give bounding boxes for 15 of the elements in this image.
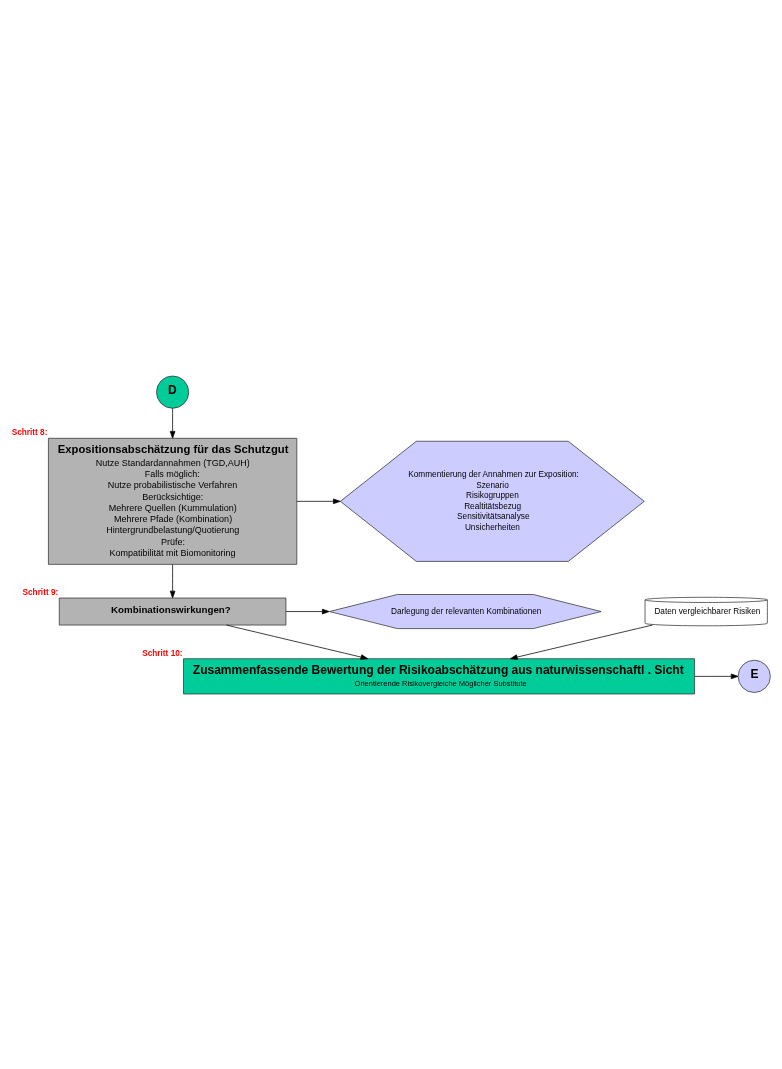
node-box: Kombinationswirkungen? [58, 597, 287, 625]
node-label: Schritt 10: [142, 648, 183, 658]
arrow [169, 407, 176, 438]
node-label: Schritt 9: [22, 587, 59, 597]
arrow [694, 673, 739, 679]
node-box: Zusammenfassende Bewertung der Risikoabschätzung aus naturwissenschaftl . Sicht Orientierende Risikovergleiche Möglicher Substitute [183, 657, 695, 694]
arrow [226, 624, 369, 660]
arrow [296, 498, 341, 504]
node-circle: E [737, 659, 771, 693]
node-box: Expositionsabschätzung für das Schutzgut Nutze Standardannahmen (TGD,AUH) Falls möglich: Nutze probabilistische Verfahren Berücksichtige: Mehrere Quellen (Kummulation) Mehrere Pfade (Kombination) Hintergrundbelastung/Quotierung Prüfe: Kompatibilität mit Biomonitoring [48, 437, 298, 565]
arrow [169, 563, 176, 598]
arrow [510, 624, 653, 660]
node-label: Schritt 8: [11, 427, 48, 437]
arrow [285, 608, 330, 614]
node-circle: D [156, 375, 190, 409]
